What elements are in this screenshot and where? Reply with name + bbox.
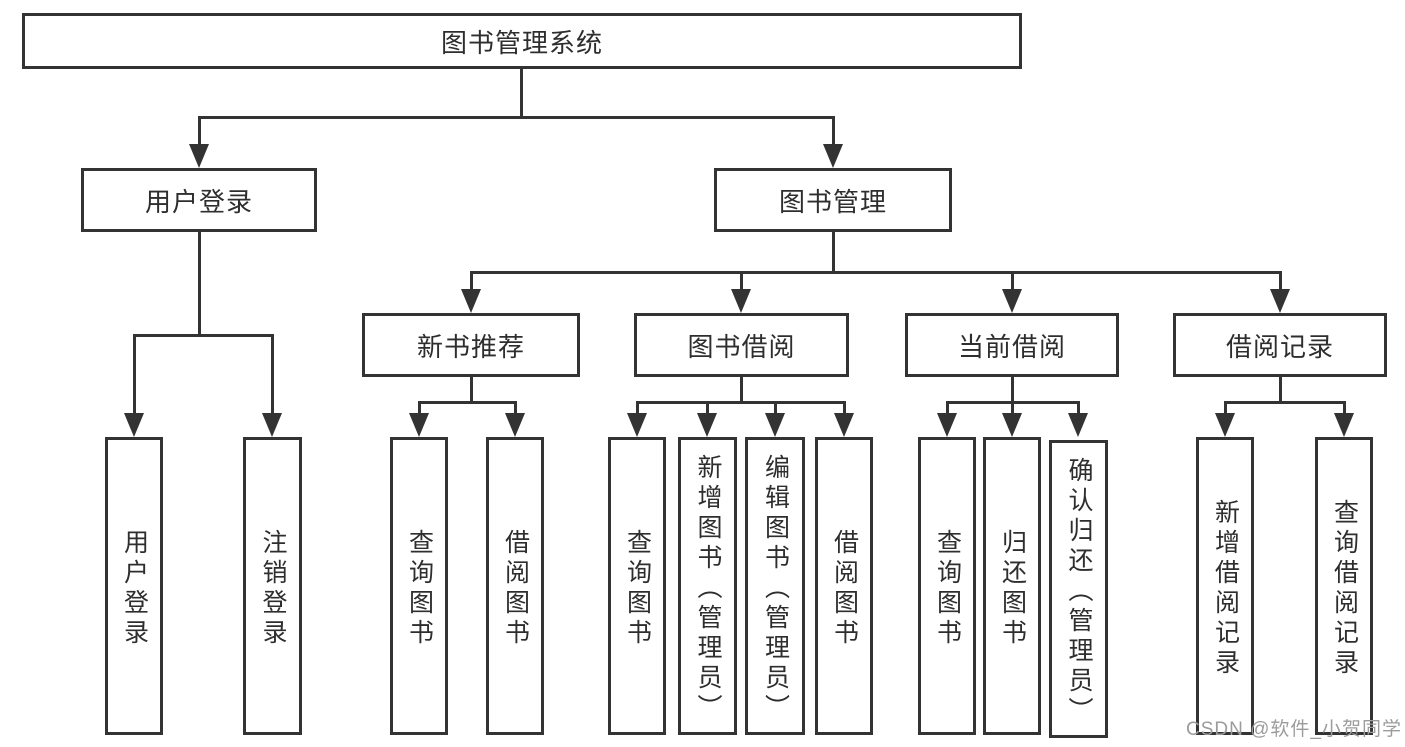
leaf-query-borrow-record: 查询借阅记录 xyxy=(1315,437,1373,735)
leaf-query-books-1: 查询图书 xyxy=(390,437,448,735)
leaf-return-books-label: 归还图书 xyxy=(998,528,1027,649)
node-borrowing-records-label: 借阅记录 xyxy=(1225,331,1334,362)
connector-leaf-drop xyxy=(271,334,274,415)
connector-leaf-drop xyxy=(1077,401,1080,415)
connector-level2-bus xyxy=(470,271,1281,274)
connector-book-management-stem xyxy=(832,232,835,272)
leaf-query-borrow-record-label: 查询借阅记录 xyxy=(1330,498,1359,679)
leaf-user-login-label: 用户登录 xyxy=(120,528,149,649)
arrow-down-icon xyxy=(461,289,481,313)
leaf-confirm-return-admin: 确认归还（管理员） xyxy=(1049,440,1108,738)
arrow-down-icon xyxy=(937,413,957,437)
leaf-query-books-3-label: 查询图书 xyxy=(933,528,962,649)
csdn-watermark: CSDN @软件_小贺同学 xyxy=(1186,719,1402,740)
connector-leaf-drop xyxy=(946,401,949,415)
node-root-label: 图书管理系统 xyxy=(440,27,603,58)
connector-level2-drop xyxy=(470,271,473,291)
node-root: 图书管理系统 xyxy=(22,13,1022,69)
node-current-borrowing-label: 当前借阅 xyxy=(957,331,1066,362)
connector-leaf-drop xyxy=(1011,401,1014,415)
node-new-book-recommendation: 新书推荐 xyxy=(362,313,580,377)
leaf-add-borrow-record-label: 新增借阅记录 xyxy=(1211,498,1240,679)
connector-stem xyxy=(1279,377,1282,404)
connector-leaf-bus xyxy=(636,401,845,404)
connector-level2-drop xyxy=(1011,271,1014,291)
leaf-logout-label: 注销登录 xyxy=(259,528,287,649)
connector-leaf-drop xyxy=(706,401,709,415)
arrow-down-icon xyxy=(627,413,647,437)
node-book-borrowing-label: 图书借阅 xyxy=(687,331,796,362)
connector-leaf-drop xyxy=(774,401,777,415)
connector-leaf-drop xyxy=(418,401,421,415)
leaf-user-login: 用户登录 xyxy=(105,437,163,735)
node-current-borrowing: 当前借阅 xyxy=(905,313,1119,377)
arrow-down-icon xyxy=(1334,413,1354,437)
connector-level2-drop xyxy=(740,271,743,291)
leaf-add-borrow-record: 新增借阅记录 xyxy=(1196,437,1254,735)
leaf-edit-book-admin: 编辑图书（管理员） xyxy=(745,437,805,735)
connector-leaf-drop xyxy=(636,401,639,415)
connector-leaf-drop xyxy=(1224,401,1227,415)
arrow-down-icon xyxy=(262,413,282,437)
arrow-down-icon xyxy=(823,144,843,168)
arrow-down-icon xyxy=(1002,413,1022,437)
arrow-down-icon xyxy=(189,144,209,168)
connector-user-login-stem xyxy=(198,232,201,336)
arrow-down-icon xyxy=(505,413,525,437)
leaf-query-books-2: 查询图书 xyxy=(608,437,666,735)
arrow-down-icon xyxy=(409,413,429,437)
node-new-book-recommendation-label: 新书推荐 xyxy=(416,331,525,362)
connector-leaf-bus xyxy=(1224,401,1345,404)
arrow-down-icon xyxy=(834,413,854,437)
connector-leaf-drop xyxy=(1343,401,1346,415)
leaf-borrow-books-1: 借阅图书 xyxy=(486,437,544,735)
connector-stem xyxy=(470,377,473,404)
leaf-query-books-2-label: 查询图书 xyxy=(623,528,652,649)
leaf-borrow-books-2: 借阅图书 xyxy=(815,437,873,735)
node-user-login: 用户登录 xyxy=(81,168,317,232)
connector-root-stem xyxy=(520,69,523,117)
leaf-confirm-return-admin-label: 确认归还（管理员） xyxy=(1065,456,1093,727)
connector-stem xyxy=(740,377,743,404)
arrow-down-icon xyxy=(1002,289,1022,313)
connector-leaf-drop xyxy=(843,401,846,415)
connector-level1-bus xyxy=(198,116,834,119)
node-book-management: 图书管理 xyxy=(714,168,952,232)
arrow-down-icon xyxy=(1215,413,1235,437)
arrow-down-icon xyxy=(697,413,717,437)
arrow-down-icon xyxy=(1068,413,1088,437)
leaf-add-book-admin: 新增图书（管理员） xyxy=(678,437,737,735)
node-book-borrowing: 图书借阅 xyxy=(634,313,849,377)
arrow-down-icon xyxy=(765,413,785,437)
leaf-query-books-1-label: 查询图书 xyxy=(405,528,434,649)
node-borrowing-records: 借阅记录 xyxy=(1173,313,1387,377)
leaf-logout: 注销登录 xyxy=(243,437,302,735)
connector-stem xyxy=(1011,377,1014,404)
leaf-borrow-books-1-label: 借阅图书 xyxy=(501,528,530,649)
leaf-edit-book-admin-label: 编辑图书（管理员） xyxy=(761,453,790,724)
connector-user-login-bus xyxy=(133,334,274,337)
connector-leaf-bus xyxy=(418,401,516,404)
arrow-down-icon xyxy=(731,289,751,313)
connector-book-management-drop xyxy=(832,116,835,146)
arrow-down-icon xyxy=(1270,289,1290,313)
leaf-query-books-3: 查询图书 xyxy=(918,437,976,735)
node-book-management-label: 图书管理 xyxy=(778,186,887,217)
node-user-login-label: 用户登录 xyxy=(144,186,253,217)
leaf-add-book-admin-label: 新增图书（管理员） xyxy=(694,453,722,724)
connector-leaf-drop xyxy=(133,334,136,415)
connector-leaf-drop xyxy=(514,401,517,415)
connector-user-login-drop xyxy=(198,116,201,146)
arrow-down-icon xyxy=(124,413,144,437)
leaf-borrow-books-2-label: 借阅图书 xyxy=(830,528,859,649)
leaf-return-books: 归还图书 xyxy=(983,437,1041,735)
connector-level2-drop xyxy=(1279,271,1282,291)
